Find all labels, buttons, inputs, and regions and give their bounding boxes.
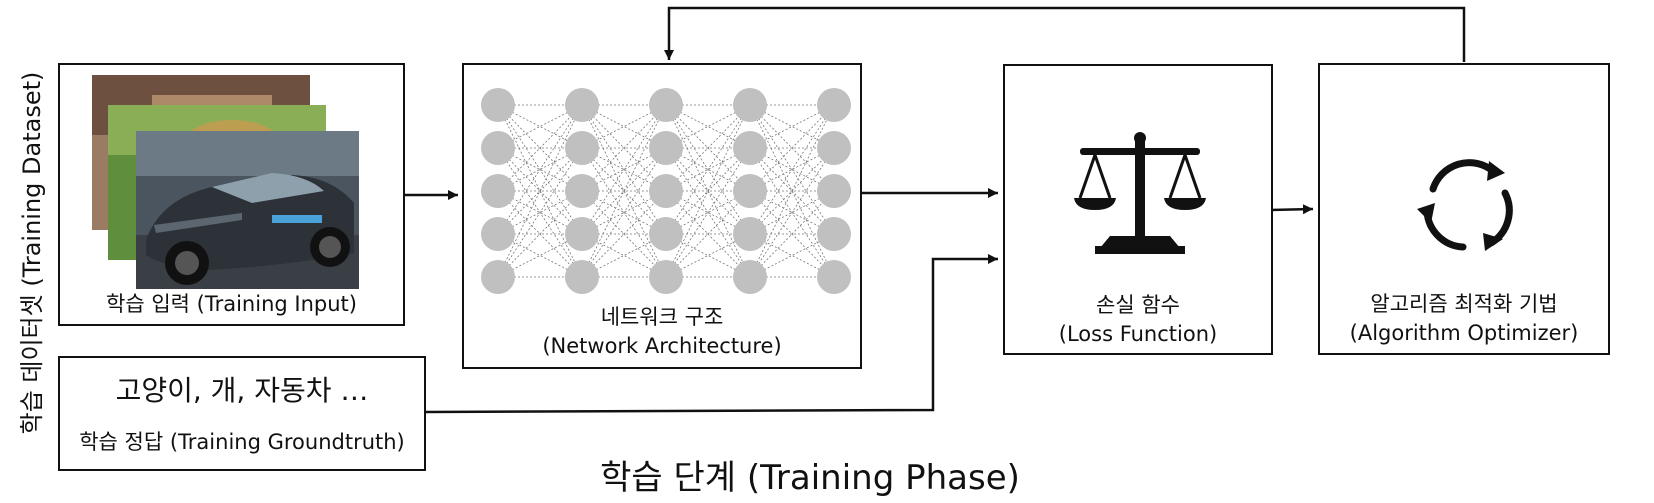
nn-node — [649, 217, 683, 251]
nn-node — [649, 131, 683, 165]
arrow-optimizer-feedback — [664, 6, 1466, 62]
nn-node — [733, 88, 767, 122]
nn-edge — [749, 147, 835, 278]
nn-edge — [581, 104, 667, 235]
nn-edge — [581, 147, 667, 278]
phase-title: 학습 단계 (Training Phase) — [600, 458, 1020, 498]
nn-node — [565, 131, 599, 165]
nn-node — [481, 217, 515, 251]
nn-node — [817, 88, 851, 122]
nn-node — [817, 260, 851, 294]
nn-edge — [749, 147, 835, 235]
neural-network-graphic — [481, 88, 851, 294]
nn-node — [481, 174, 515, 208]
nn-node — [481, 131, 515, 165]
nn-edge — [665, 104, 751, 192]
nn-edge — [497, 104, 583, 192]
nn-edge — [749, 104, 835, 192]
groundtruth-label: 학습 정답 (Training Groundtruth) — [79, 430, 405, 454]
nn-node — [817, 217, 851, 251]
nn-edge — [581, 190, 667, 278]
nn-edge — [665, 190, 751, 278]
network-title: 네트워크 구조 — [600, 305, 724, 329]
nn-node — [649, 260, 683, 294]
loss-function-box: 손실 함수 (Loss Function) — [1003, 64, 1273, 355]
loss-subtitle: (Loss Function) — [1058, 322, 1218, 346]
groundtruth-classes: 고양이, 개, 자동차 … — [115, 374, 369, 407]
nn-node — [565, 260, 599, 294]
nn-node — [565, 174, 599, 208]
nn-node — [733, 217, 767, 251]
nn-edge — [497, 147, 583, 235]
nn-edge — [665, 104, 751, 235]
nn-node — [481, 260, 515, 294]
nn-node — [733, 174, 767, 208]
nn-edge — [749, 190, 835, 278]
training-input-label: 학습 입력 (Training Input) — [106, 292, 357, 316]
nn-edge — [581, 104, 667, 192]
nn-edge — [749, 104, 835, 235]
nn-node — [817, 131, 851, 165]
nn-edge — [497, 104, 583, 235]
training-input-box: 학습 입력 (Training Input) — [58, 63, 405, 326]
optimizer-subtitle: (Algorithm Optimizer) — [1349, 321, 1579, 345]
arrow-groundtruth-to-loss — [425, 254, 998, 414]
loss-title: 손실 함수 — [1096, 293, 1180, 317]
nn-node — [733, 260, 767, 294]
arrow-loss-to-optimizer — [1269, 204, 1314, 215]
nn-edge — [665, 147, 751, 235]
nn-node — [649, 174, 683, 208]
nn-node — [481, 88, 515, 122]
refresh-cycle-icon — [1417, 159, 1513, 251]
training-groundtruth-box: 고양이, 개, 자동차 … 학습 정답 (Training Groundtrut… — [58, 356, 426, 471]
nn-edge — [497, 190, 583, 278]
nn-edge — [497, 147, 583, 278]
nn-edge — [665, 147, 751, 278]
nn-edge — [581, 147, 667, 235]
algorithm-optimizer-box: 알고리즘 최적화 기법 (Algorithm Optimizer) — [1318, 63, 1610, 355]
optimizer-title: 알고리즘 최적화 기법 — [1370, 292, 1558, 316]
dataset-side-title: 학습 데이터셋 (Training Dataset) — [18, 71, 46, 435]
scale-icon — [1074, 132, 1206, 254]
nn-node — [649, 88, 683, 122]
network-subtitle: (Network Architecture) — [542, 334, 782, 358]
nn-node — [565, 88, 599, 122]
network-architecture-box: 네트워크 구조 (Network Architecture) — [462, 63, 862, 369]
nn-node — [565, 217, 599, 251]
nn-node — [733, 131, 767, 165]
nn-node — [817, 174, 851, 208]
training-images-stack — [92, 75, 359, 289]
